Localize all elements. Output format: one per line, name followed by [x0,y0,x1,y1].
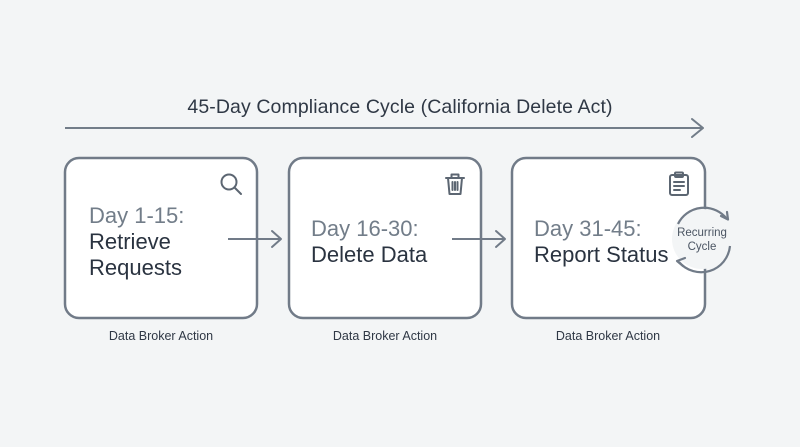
search-icon [220,173,242,195]
stage-caption: Data Broker Action [555,329,661,343]
recurring-cycle-label: Recurring Cycle [667,226,737,254]
recurring-cycle-icon [672,206,732,274]
stage-text-retrieve: Day 1-15: Retrieve Requests [89,203,184,281]
cycle-label-line: Recurring [677,227,727,239]
stage-action: Delete Data [311,242,428,267]
cycle-label-line: Cycle [687,241,717,253]
timeline-arrow [65,118,704,138]
stage-action: Report Status [534,242,669,267]
stage-caption: Data Broker Action [108,329,214,343]
stage-text-report: Day 31-45: Report Status [534,216,669,268]
clipboard-icon [669,171,689,196]
stage-day-range: Day 16-30: [311,216,419,241]
connector-arrow-1 [228,230,282,248]
diagram-title: 45-Day Compliance Cycle (California Dele… [187,96,613,118]
connector-arrow-2 [452,230,506,248]
stage-text-delete: Day 16-30: Delete Data [311,216,427,268]
stage-caption: Data Broker Action [332,329,438,343]
stage-action: Retrieve [89,229,171,254]
stage-day-range: Day 1-15: [89,203,185,228]
trash-icon [445,173,465,195]
stage-action: Requests [89,255,182,280]
stage-day-range: Day 31-45: [534,216,642,241]
